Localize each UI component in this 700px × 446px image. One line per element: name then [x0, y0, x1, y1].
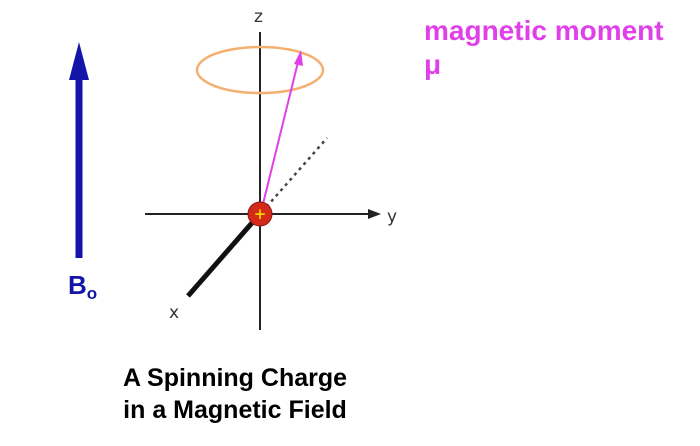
y-axis-label: y [387, 207, 397, 227]
caption-line2: in a Magnetic Field [123, 396, 347, 424]
magnetic-moment-vector [261, 57, 300, 209]
diagram-caption: A Spinning Charge in a Magnetic Field [90, 362, 380, 426]
magnetic-moment-label: magnetic moment μ [424, 14, 664, 82]
field-label: Bo [68, 270, 97, 303]
magnetic-moment-label-line2: μ [424, 49, 442, 80]
dashed-axis [261, 137, 328, 213]
y-axis-arrowhead [368, 209, 381, 219]
magnetic-moment-arrowhead [294, 50, 303, 66]
z-axis-label: z [254, 7, 263, 27]
magnetic-field-arrow [69, 42, 89, 258]
x-axis-label: x [169, 303, 179, 323]
caption-line1: A Spinning Charge [122, 364, 348, 392]
precession-orbit [195, 45, 325, 95]
spinning-charge: + [247, 201, 273, 227]
x-axis [186, 214, 260, 298]
charge-symbol: + [254, 205, 267, 223]
magnetic-moment-label-line1: magnetic moment [424, 15, 664, 46]
charge-circle [247, 201, 273, 227]
field-arrow-head [69, 42, 89, 80]
